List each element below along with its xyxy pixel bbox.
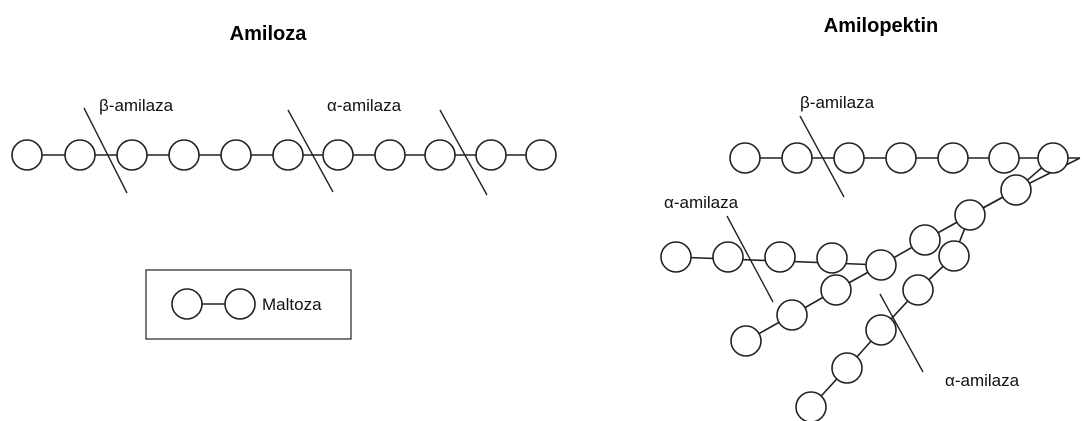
ap-top-glucose-7 [1037,142,1069,174]
ap-lower-glucose-2 [902,274,934,306]
ap-top-glucose-2 [781,142,813,174]
maltose-legend: Maltoza [145,269,352,340]
amylose-glucose-8 [374,139,406,171]
ap-top-glucose-1 [729,142,761,174]
amylose-glucose-6 [272,139,304,171]
ap-mid-glucose-1 [660,241,692,273]
amylose-glucose-9 [424,139,456,171]
ap-top-glucose-5 [937,142,969,174]
ap-mid-glucose-3 [764,241,796,273]
amylopectin-alpha-cut-left [726,215,774,303]
amylose-alpha-cut-2 [439,109,488,196]
ap-branch-glucose-3 [909,224,941,256]
amylose-glucose-1 [11,139,43,171]
legend-box [145,269,352,340]
ap-top-glucose-3 [833,142,865,174]
amylose-glucose-4 [168,139,200,171]
amylose-alpha-label: α-amilaza [327,96,402,115]
ap-lower-glucose-5 [795,391,827,421]
ap-branch-glucose-6 [776,299,808,331]
amylopectin-title: Amilopektin [824,15,938,37]
ap-branch-glucose-7 [730,325,762,357]
amylose-glucose-10 [475,139,507,171]
amylose-glucose-11 [525,139,557,171]
amylose-glucose-2 [64,139,96,171]
ap-mid-glucose-4 [816,242,848,274]
amylose-title: Amiloza [230,23,308,45]
amylose-beta-label: β-amilaza [99,96,174,115]
ap-branch-glucose-5 [820,274,852,306]
ap-top-glucose-4 [885,142,917,174]
amylose-beta-cut [83,107,128,194]
amylopectin-alpha-cut-right [879,293,924,373]
ap-lower-glucose-3 [865,314,897,346]
amylopectin-alpha-label-right: α-amilaza [945,371,1020,390]
legend-glucose-2 [224,288,256,320]
amylose-chain [11,139,557,171]
legend-label: Maltoza [262,295,322,314]
amylopectin-beta-cut [799,115,845,198]
amylopectin-alpha-label-left: α-amilaza [664,193,739,212]
ap-lower-glucose-1 [938,240,970,272]
ap-mid-glucose-2 [712,241,744,273]
amylose-glucose-5 [220,139,252,171]
amylose-alpha-cut-1 [287,109,334,193]
ap-branch-glucose-1 [1000,174,1032,206]
legend-glucose-1 [171,288,203,320]
ap-branch-glucose-4 [865,249,897,281]
amylose-glucose-7 [322,139,354,171]
amylopectin-beta-label: β-amilaza [800,93,875,112]
amylose-glucose-3 [116,139,148,171]
ap-lower-glucose-4 [831,352,863,384]
ap-branch-glucose-2 [954,199,986,231]
ap-top-glucose-6 [988,142,1020,174]
